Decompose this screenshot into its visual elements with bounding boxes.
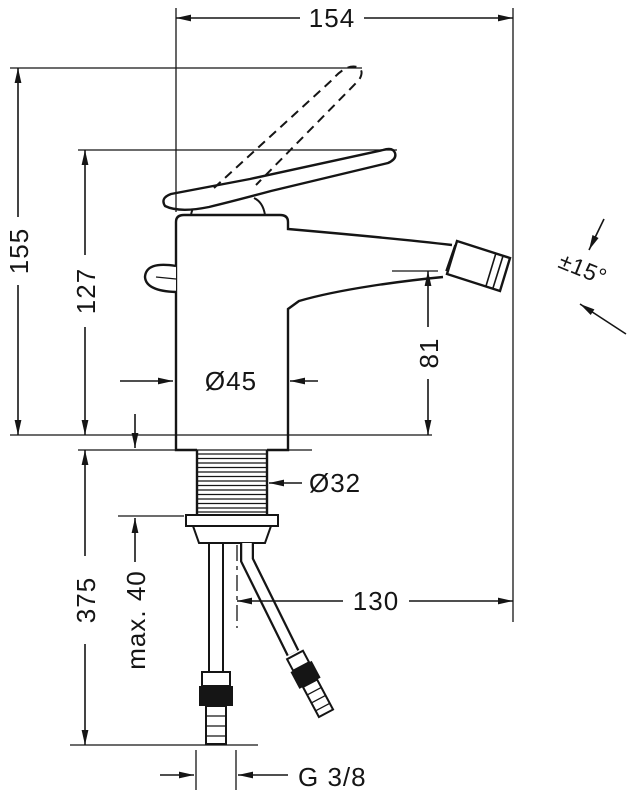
faucet-outline <box>143 65 512 745</box>
dim-label-overall-height: 155 <box>4 228 34 274</box>
hose-straight-fitting-lines <box>206 715 226 737</box>
dim-label-spout-height: 81 <box>414 338 444 369</box>
hose-straight-fitting <box>205 705 227 745</box>
hose-angled-fitting-lines <box>306 686 331 712</box>
dim-label-body-diameter: Ø45 <box>205 366 257 396</box>
hose-straight-crimp <box>201 671 231 687</box>
drain-lever-line <box>155 276 177 280</box>
dim-label-connection-thread: G 3/8 <box>298 762 367 792</box>
mounting-nut <box>191 525 273 544</box>
hose-angled-inner <box>242 543 298 656</box>
mounting-washer <box>185 514 279 527</box>
dim-label-hose-offset: 130 <box>353 586 399 616</box>
dim-label-spray-angle: ±15° <box>555 248 611 291</box>
dim-label-below-deck-length: 375 <box>71 577 101 623</box>
dimension-labels: 154 155 127 Ø45 81 ±15° Ø32 375 max. 40 … <box>4 3 611 792</box>
hose-angled-nut <box>290 660 321 689</box>
dim-label-body-height: 127 <box>71 268 101 314</box>
dim-label-overall-width: 154 <box>309 3 355 33</box>
hose-straight <box>208 543 224 672</box>
dim-label-max-deck-thickness: max. 40 <box>121 570 151 670</box>
extension-lines-path <box>10 8 514 790</box>
dimension-lines <box>14 14 627 779</box>
label-masks <box>4 4 441 644</box>
dim-label-shank-diameter: Ø32 <box>309 468 361 498</box>
lever-handle-open-dashed <box>213 65 363 189</box>
faucet-body <box>174 213 453 452</box>
hose-straight-nut <box>199 686 233 706</box>
drain-lever <box>143 263 177 294</box>
hose-angled-connector <box>285 649 335 719</box>
hose-angled-fitting <box>301 678 335 719</box>
aerator <box>445 239 512 293</box>
shank-sides <box>195 450 269 515</box>
lever-handle-closed <box>162 147 397 211</box>
aerator-face-lines <box>445 244 504 289</box>
shank-thread <box>198 453 266 513</box>
extension-lines <box>10 8 514 790</box>
angle-arrow-top <box>588 218 605 251</box>
angle-arrow-bottom <box>579 303 627 335</box>
